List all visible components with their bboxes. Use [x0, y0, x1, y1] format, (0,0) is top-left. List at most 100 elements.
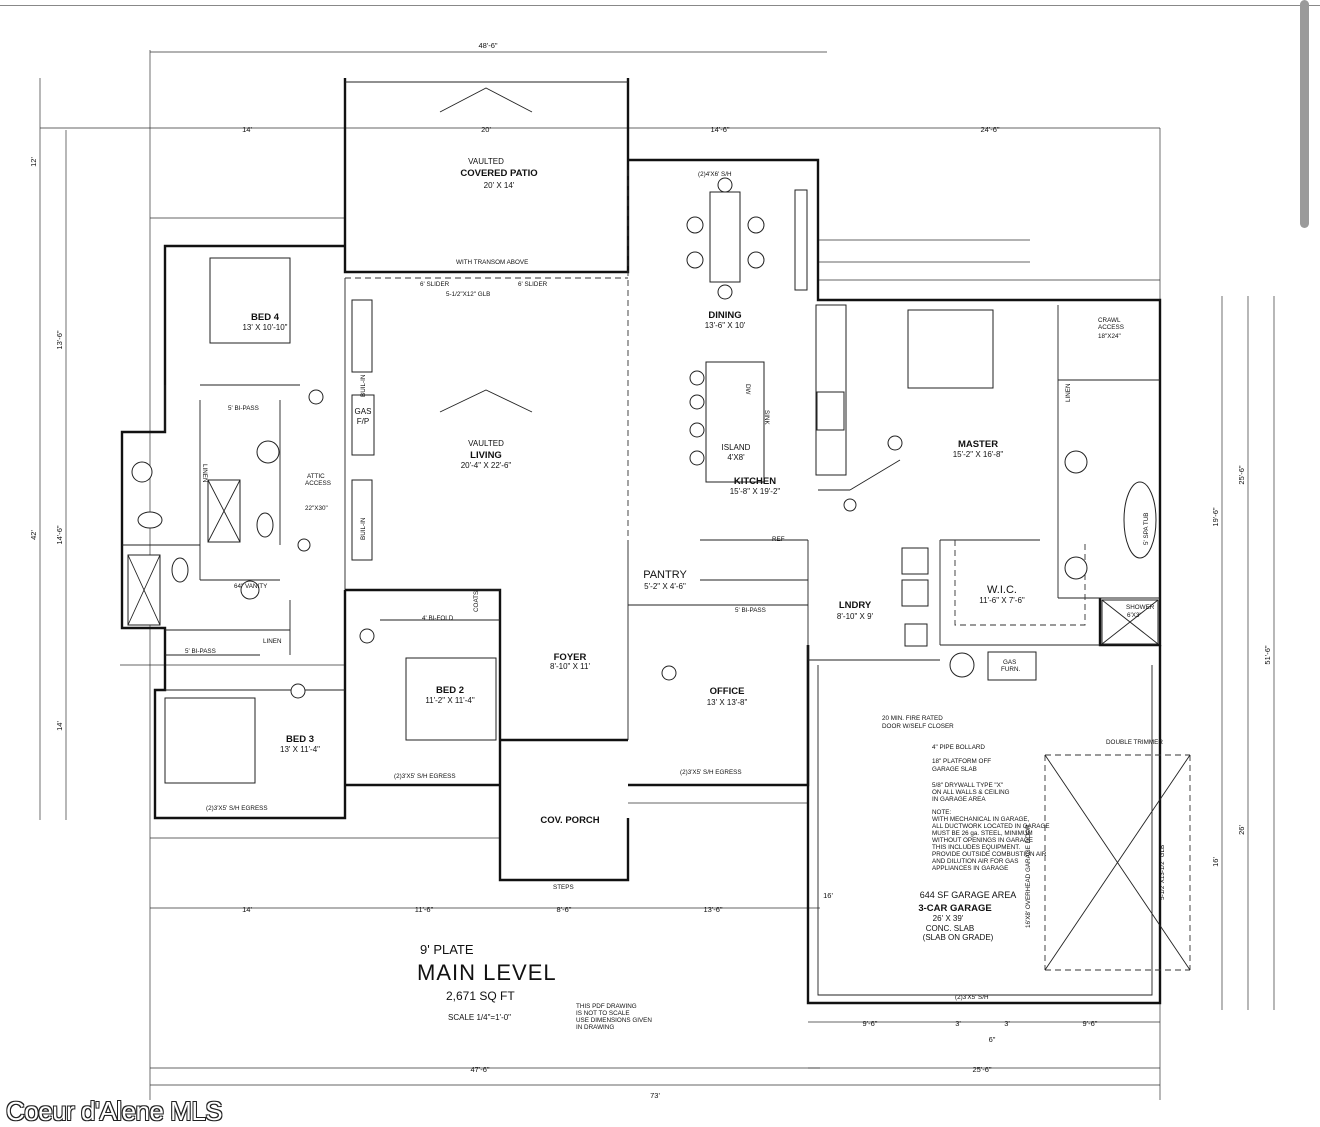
- foyer-size: 8'-10" X 11': [550, 662, 590, 671]
- dim-left-c: 14': [55, 721, 64, 731]
- master-name: MASTER: [958, 439, 998, 450]
- drywall-label3: IN GARAGE AREA: [932, 796, 986, 803]
- crawl-label: CRAWL: [1098, 317, 1121, 324]
- spa-label: 5' SPA TUB: [1143, 513, 1150, 545]
- living-size: 20'-4" X 22'-6": [461, 461, 512, 470]
- furnace-label2: FURN.: [1001, 666, 1020, 673]
- slider2-label: 6' SLIDER: [518, 281, 548, 288]
- dim-right-a: 25'-6": [1237, 465, 1246, 484]
- scrollbar[interactable]: [1300, 0, 1309, 228]
- fireplace-label2: F/P: [357, 417, 369, 426]
- disclaimer-line: IS NOT TO SCALE: [576, 1010, 630, 1017]
- walls: [120, 78, 1162, 1005]
- garage-window: (2)3'X5' S/H: [955, 994, 989, 1001]
- drywall-label2: ON ALL WALLS & CEILING: [932, 789, 1010, 796]
- dim-garage-c: 3': [1004, 1019, 1010, 1028]
- wic-size: 11'-6" X 7'-6": [979, 596, 1025, 605]
- builtin1-label: BUIL-IN: [360, 374, 367, 397]
- office-size: 13' X 13'-8": [707, 698, 748, 707]
- dim-garage-d: 9'-6": [1083, 1019, 1098, 1028]
- transom-label: WITH TRANSOM ABOVE: [456, 259, 528, 266]
- garage-note-line: MUST BE 26 ga. STEEL, MINIMUM: [932, 830, 1033, 837]
- dashed-lines: [345, 170, 1191, 971]
- island-label: ISLAND: [722, 443, 751, 452]
- bollard-label: 4" PIPE BOLLARD: [932, 744, 985, 751]
- sink-label: SINK: [763, 410, 770, 425]
- dim-garage-a: 9'-6": [863, 1019, 878, 1028]
- garage-note-line: WITH MECHANICAL IN GARAGE,: [932, 816, 1030, 823]
- bed2-size: 11'-2" X 11'-4": [425, 696, 475, 705]
- dim-bottom-d: 13'-6": [703, 905, 722, 914]
- vanity-label: 64" VANITY: [234, 583, 268, 590]
- dining-window: (2)4'X6' S/H: [698, 171, 732, 178]
- garage-note-line: ALL DUCTWORK LOCATED IN GARAGE: [932, 823, 1050, 830]
- title-block: 9' PLATE MAIN LEVEL 2,671 SQ FT SCALE 1/…: [417, 942, 652, 1031]
- pantry-size: 5'-2" X 4'-6": [644, 582, 686, 591]
- dim-bottom-a: 14': [242, 905, 252, 914]
- attic-label3: 22"X30": [305, 505, 328, 512]
- shower-label: SHOWER: [1126, 604, 1155, 611]
- dim-garage-e: 6": [989, 1035, 996, 1044]
- crawl-label3: 18"X24": [1098, 333, 1121, 340]
- dim-left-a: 13'-6": [55, 330, 64, 349]
- garage-name: 3-CAR GARAGE: [918, 903, 991, 914]
- ref-label: REF: [772, 536, 785, 543]
- dim-left-top: 12': [29, 157, 38, 167]
- disclaimer-line: USE DIMENSIONS GIVEN: [576, 1017, 652, 1024]
- linen3-label: LINEN: [1065, 383, 1072, 402]
- living-vaulted: VAULTED: [468, 439, 504, 448]
- top-divider: [0, 5, 1320, 6]
- patio-name: COVERED PATIO: [460, 168, 537, 179]
- dining-name: DINING: [708, 310, 741, 321]
- dim-top-overall: 48'-6": [478, 41, 497, 50]
- steps-label: STEPS: [553, 884, 574, 891]
- disclaimer-line: IN DRAWING: [576, 1024, 614, 1031]
- fixtures: [127, 177, 1159, 784]
- office-name: OFFICE: [710, 686, 745, 697]
- dim-bottom-right: 25'-6": [972, 1065, 991, 1074]
- bed4-size: 13' X 10'-10": [242, 323, 287, 332]
- dim-garage-b: 3': [955, 1019, 961, 1028]
- garage-note-line: WITHOUT OPENINGS IN GARAGE: [932, 837, 1033, 844]
- bed3-name: BED 3: [286, 734, 314, 745]
- furnace-label: GAS: [1003, 659, 1016, 666]
- double-trimmer-label: DOUBLE TRIMMER: [1106, 739, 1163, 746]
- room-labels: VAULTED COVERED PATIO 20' X 14' BED 4 13…: [242, 157, 1024, 942]
- dim-top-left: 14': [242, 125, 252, 134]
- coats-label: COATS: [473, 591, 480, 612]
- bipass2-label: 5' BI-PASS: [185, 648, 216, 655]
- porch-name: COV. PORCH: [540, 815, 599, 826]
- dw-label: DW: [744, 384, 751, 395]
- dining-size: 13'-6" X 10': [705, 321, 746, 330]
- slider1-label: 6' SLIDER: [420, 281, 450, 288]
- foyer-name: FOYER: [554, 652, 587, 663]
- garage-notes: NOTE: WITH MECHANICAL IN GARAGE, ALL DUC…: [932, 809, 1050, 872]
- fire-door: 20 MIN. FIRE RATED: [882, 715, 943, 722]
- dim-left-b: 14'-6": [55, 525, 64, 544]
- garage-glb-label: 5-1/2"X13-1/2" GLB: [1159, 845, 1166, 900]
- lndry-size: 8'-10" X 9': [837, 612, 874, 621]
- linen2-label: LINEN: [263, 638, 282, 645]
- dimension-text: 48'-6" 14' 20' 14'-6" 24'-6" 73' 47'-6" …: [29, 41, 1272, 1100]
- shower-size: 6'X3': [1127, 612, 1141, 619]
- fireplace-label: GAS: [355, 407, 372, 416]
- egress-office: (2)3'X5' S/H EGRESS: [680, 769, 742, 776]
- builtin2-label: BUIL-IN: [360, 517, 367, 540]
- bed3-size: 13' X 11'-4": [280, 745, 320, 754]
- patio-size: 20' X 14': [484, 181, 515, 190]
- sqft-label: 2,671 SQ FT: [446, 989, 515, 1003]
- dim-bottom-c: 8'-6": [557, 905, 572, 914]
- plate-label: 9' PLATE: [420, 942, 474, 957]
- egress-bed3: (2)3'X5' S/H EGRESS: [206, 805, 268, 812]
- bipass3-label: 5' BI-PASS: [735, 607, 766, 614]
- drywall-label1: 5/8" DRYWALL TYPE "X": [932, 782, 1003, 789]
- kitchen-name: KITCHEN: [734, 476, 776, 487]
- dim-right-overall: 51'-6": [1263, 645, 1272, 664]
- crawl-label2: ACCESS: [1098, 324, 1124, 331]
- bed2-name: BED 2: [436, 685, 464, 696]
- egress-bed2: (2)3'X5' S/H EGRESS: [394, 773, 456, 780]
- garage-size: 26' X 39': [933, 914, 964, 923]
- attic-label: ATTIC: [307, 473, 325, 480]
- disclaimer-line: THIS PDF DRAWING: [576, 1003, 637, 1010]
